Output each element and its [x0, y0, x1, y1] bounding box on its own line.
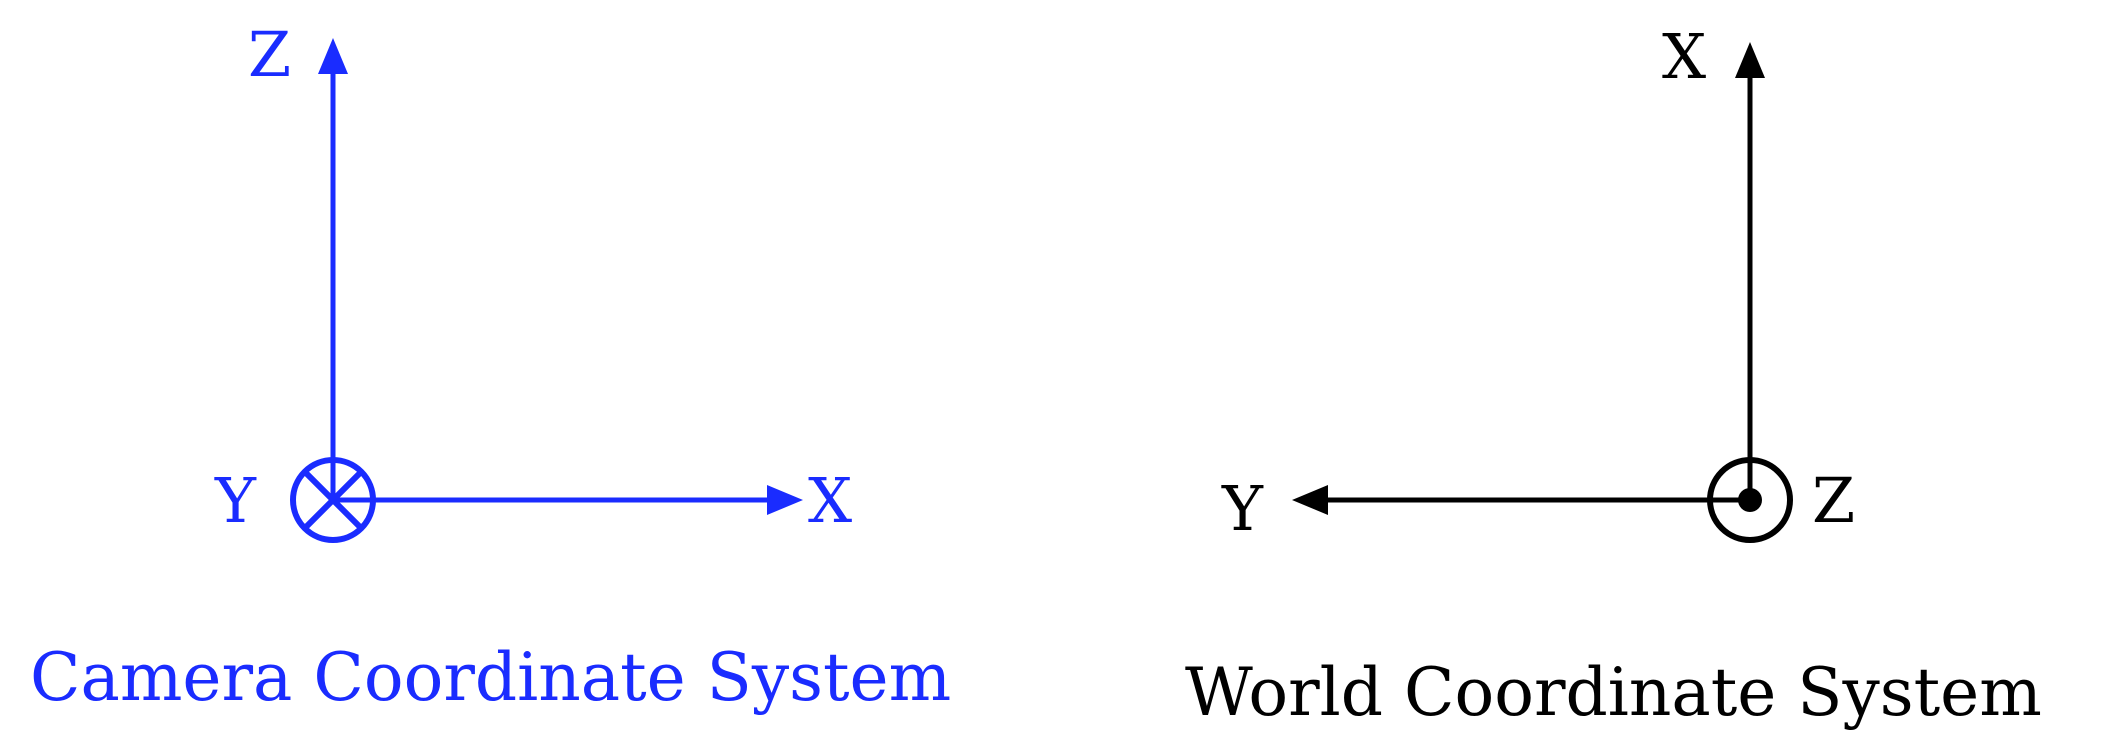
circle-cross-icon [290, 457, 376, 543]
camera-z-arrowhead [318, 38, 348, 74]
world-y-arrowhead [1292, 485, 1328, 515]
world-x-arrowhead [1735, 42, 1765, 78]
world-coordinate-system: X Y Z World Coordinate System [1185, 20, 2042, 731]
circle-dot-icon [1707, 457, 1793, 543]
world-caption: World Coordinate System [1185, 654, 2042, 731]
camera-coordinate-system: Z X Y Camera Coordinate System [30, 18, 951, 716]
camera-z-label: Z [248, 18, 291, 91]
camera-x-arrowhead [767, 485, 803, 515]
world-x-label: X [1662, 20, 1706, 93]
camera-x-label: X [808, 464, 852, 537]
world-y-label: Y [1221, 472, 1264, 545]
camera-caption: Camera Coordinate System [30, 639, 951, 716]
world-z-label: Z [1812, 464, 1855, 537]
camera-y-label: Y [214, 464, 257, 537]
